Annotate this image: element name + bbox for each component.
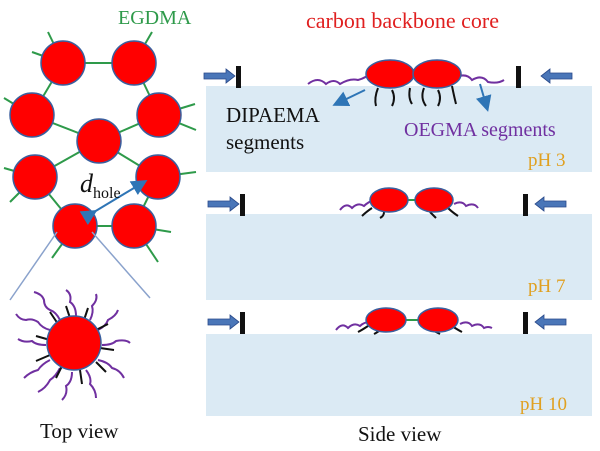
barrier-bar-right-ph7 — [523, 194, 528, 216]
barrier-bar-left-ph10 — [240, 312, 245, 334]
compression-arrows — [203, 68, 573, 330]
d-hole-arrow — [79, 179, 148, 226]
barriers — [236, 66, 528, 334]
barrier-bar-left-ph7 — [240, 194, 245, 216]
compression-arrow-left-ph10 — [207, 314, 240, 330]
compression-arrow-left-ph7 — [207, 196, 240, 212]
compression-arrow-right-ph7 — [534, 196, 567, 212]
ph-label-2: pH 7 — [528, 276, 565, 297]
oegma-label: OEGMA segments — [404, 119, 556, 141]
barrier-bar-left-ph3 — [236, 66, 241, 88]
ph-label-1: pH 3 — [528, 150, 565, 171]
barrier-bar-right-ph10 — [523, 312, 528, 334]
carbon-core-label: carbon backbone core — [306, 8, 499, 33]
top-view-label: Top view — [40, 419, 119, 443]
water-subphase-ph7 — [206, 214, 592, 300]
ph-label-3: pH 10 — [520, 394, 567, 415]
water-subphase-ph3 — [206, 86, 592, 172]
egdma-label: EGDMA — [118, 7, 192, 29]
side-view-ph7 — [339, 187, 479, 219]
compression-arrow-right-ph10 — [534, 314, 567, 330]
top-view-particles — [9, 40, 182, 249]
zoom-line-right — [91, 231, 151, 299]
d-hole-label: dhole — [80, 169, 121, 202]
barrier-bar-right-ph3 — [516, 66, 521, 88]
side-view-label: Side view — [358, 422, 442, 446]
water-subphase-ph10 — [206, 334, 592, 416]
dipaema-label-line2: segments — [226, 130, 304, 154]
pointer-arrow-dipaema — [332, 89, 366, 106]
compression-arrow-left-ph3 — [203, 68, 236, 84]
zoom-line-left — [9, 231, 58, 301]
enlarged-particle — [15, 289, 131, 401]
compression-arrow-right-ph3 — [540, 68, 573, 84]
side-view-ph3 — [307, 59, 505, 107]
dipaema-label-line1: DIPAEMA — [226, 103, 321, 127]
side-view-ph10 — [335, 307, 493, 335]
pointer-arrow-oegma — [475, 83, 492, 112]
